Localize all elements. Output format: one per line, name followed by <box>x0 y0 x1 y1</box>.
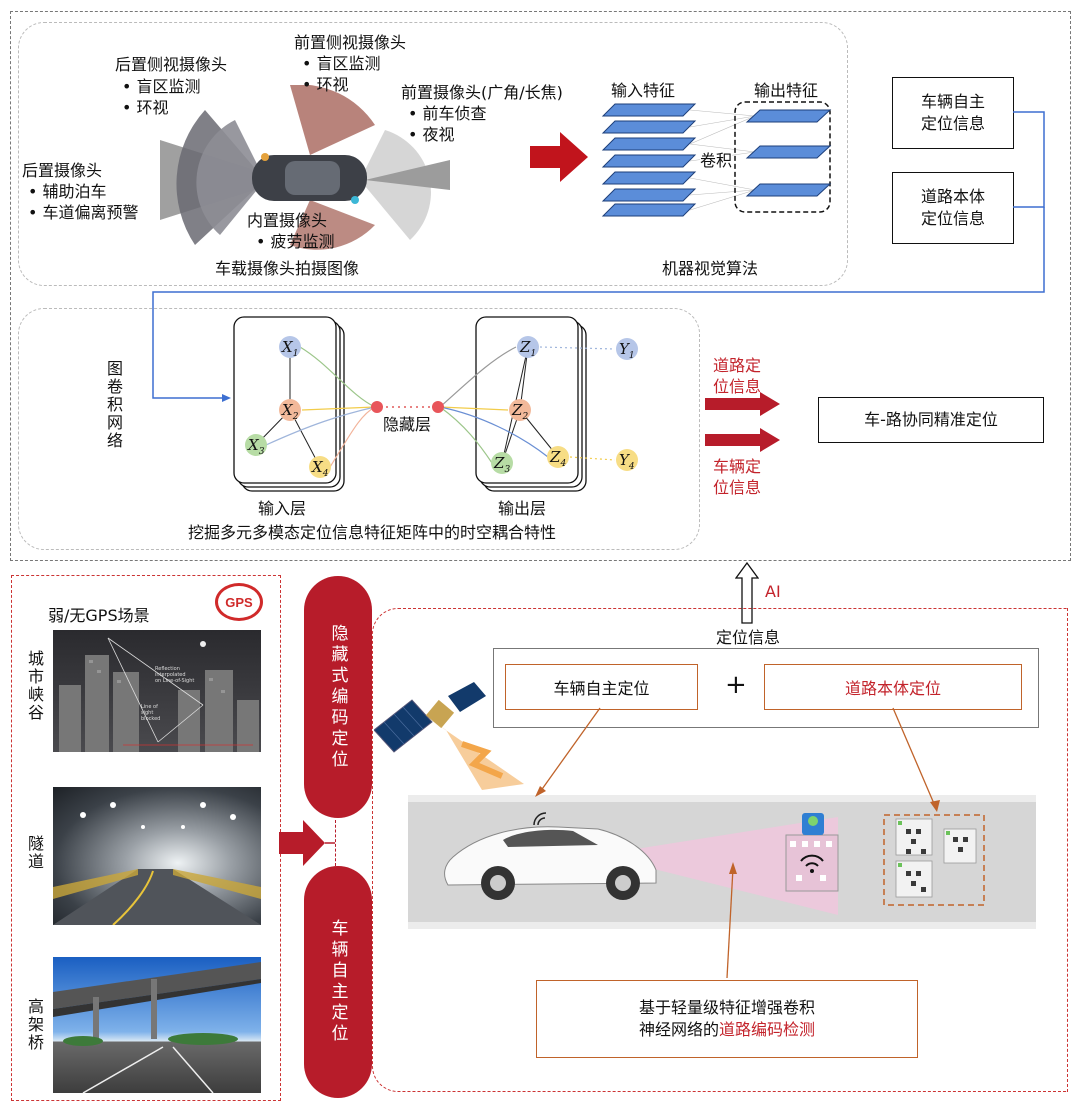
rear-side-camera-fan-inner <box>196 120 265 235</box>
front-side-camera-fan <box>290 85 375 155</box>
front-side-camera-item-2: • 环视 <box>302 75 349 94</box>
front-camera-title: 前置摄像头(广角/长焦) <box>401 83 563 102</box>
front-camera-fan-long <box>365 160 450 190</box>
road-scene-drawing <box>444 812 985 915</box>
photo-text-6: blocked <box>141 716 161 722</box>
front-camera-fan-wide <box>360 130 431 240</box>
satellite-icon <box>374 682 524 790</box>
blue-connector-line <box>152 111 1045 402</box>
hidden-encoding-pill: 隐藏式编码定位 <box>304 576 372 818</box>
gcn-side-label: 图卷积网络 <box>104 360 123 450</box>
scene-title: 弱/无GPS场景 <box>48 606 150 625</box>
gps-badge: GPS <box>215 583 263 621</box>
cnn-diagram <box>601 101 832 217</box>
node-z2: Z2 <box>512 401 529 422</box>
rear-camera-item-2: • 车道偏离预警 <box>28 203 139 222</box>
urban-canyon-image: Reflection interpolated on Line-of-Sight… <box>53 630 261 752</box>
output-layer-label: 输出层 <box>498 499 547 518</box>
photo-text-1: Reflection <box>155 666 180 672</box>
cnn-output-label: 输出特征 <box>754 81 819 100</box>
cnn-conv-label: 卷积 <box>700 150 733 171</box>
car-cabin <box>285 161 340 195</box>
vehicle-info-label: 车辆定位信息 <box>713 457 762 497</box>
node-z3: Z3 <box>494 454 511 475</box>
result-box: 车-路协同精准定位 <box>818 397 1044 443</box>
plus-sign: + <box>725 670 747 700</box>
photo-text-2: interpolated <box>155 672 186 678</box>
photo-text-3: on Line-of-Sight <box>155 678 195 684</box>
camera-section-frame <box>18 22 848 286</box>
photo-text-5: sight <box>141 710 154 716</box>
up-arrow-icon <box>735 562 759 624</box>
camera-section-caption: 车载摄像头拍摄图像 <box>215 259 360 278</box>
front-side-camera-item-1: • 盲区监测 <box>302 54 381 73</box>
gcn-caption: 挖掘多元多模态定位信息特征矩阵中的时空耦合特性 <box>188 523 557 542</box>
tunnel-image <box>53 787 261 925</box>
rear-side-camera-item-1: • 盲区监测 <box>122 77 201 96</box>
hidden-layer-label: 隐藏层 <box>383 415 432 434</box>
scene-label-overpass: 高架桥 <box>25 998 44 1052</box>
interior-camera-item-1: • 疲劳监测 <box>256 232 335 251</box>
rear-camera-title: 后置摄像头 <box>22 161 103 180</box>
pill-connector <box>335 820 336 866</box>
top-outer-frame <box>10 11 1071 561</box>
road-self-positioning-box: 道路本体 定位信息 <box>892 172 1014 244</box>
ai-label: AI <box>765 582 781 601</box>
node-x1: X1 <box>282 338 299 359</box>
scene-label-tunnel: 隧道 <box>25 835 44 871</box>
road-positioning-box: 道路本体定位 <box>764 664 1022 710</box>
node-x3: X3 <box>248 436 265 457</box>
road-info-label: 道路定位信息 <box>713 356 762 396</box>
gcn-section-frame <box>18 308 700 550</box>
car-camera-fans <box>160 85 450 250</box>
node-z1: Z1 <box>520 338 537 359</box>
positioning-info-label: 定位信息 <box>716 628 781 647</box>
gcn-diagram <box>233 316 638 492</box>
input-layer-label: 输入层 <box>258 499 307 518</box>
node-y1: Y1 <box>619 340 635 361</box>
front-camera-item-1: • 前车侦查 <box>408 104 487 123</box>
rear-camera-item-1: • 辅助泊车 <box>28 182 107 201</box>
road-code-detection-box: 基于轻量级特征增强卷积 神经网络的道路编码检测 <box>536 980 918 1058</box>
front-side-camera-title: 前置侧视摄像头 <box>294 33 407 52</box>
front-camera-item-2: • 夜视 <box>408 125 455 144</box>
node-x4: X4 <box>312 458 329 479</box>
photo-text-4: Line of <box>141 704 158 710</box>
cnn-caption: 机器视觉算法 <box>662 259 759 278</box>
vehicle-self-positioning-box: 车辆自主 定位信息 <box>892 77 1014 149</box>
cnn-input-label: 输入特征 <box>611 81 676 100</box>
vehicle-positioning-box: 车辆自主定位 <box>505 664 698 710</box>
node-x2: X2 <box>282 401 299 422</box>
interior-camera-fan <box>290 200 375 250</box>
node-y4: Y4 <box>619 451 635 472</box>
red-arrow-icon <box>530 132 588 182</box>
vehicle-info-arrow-icon <box>705 428 780 452</box>
road-info-arrow-icon <box>705 392 780 416</box>
scene-label-urban: 城市峡谷 <box>25 650 44 722</box>
rear-side-camera-title: 后置侧视摄像头 <box>115 55 228 74</box>
overpass-image <box>53 957 261 1093</box>
rear-side-camera-item-2: • 环视 <box>122 98 169 117</box>
vehicle-self-positioning-pill: 车辆自主定位 <box>304 866 372 1098</box>
scene-to-method-arrow-icon <box>279 820 335 866</box>
node-z4: Z4 <box>550 448 567 469</box>
interior-camera-title: 内置摄像头 <box>247 211 328 230</box>
bottom-right-frame <box>372 608 1068 1092</box>
